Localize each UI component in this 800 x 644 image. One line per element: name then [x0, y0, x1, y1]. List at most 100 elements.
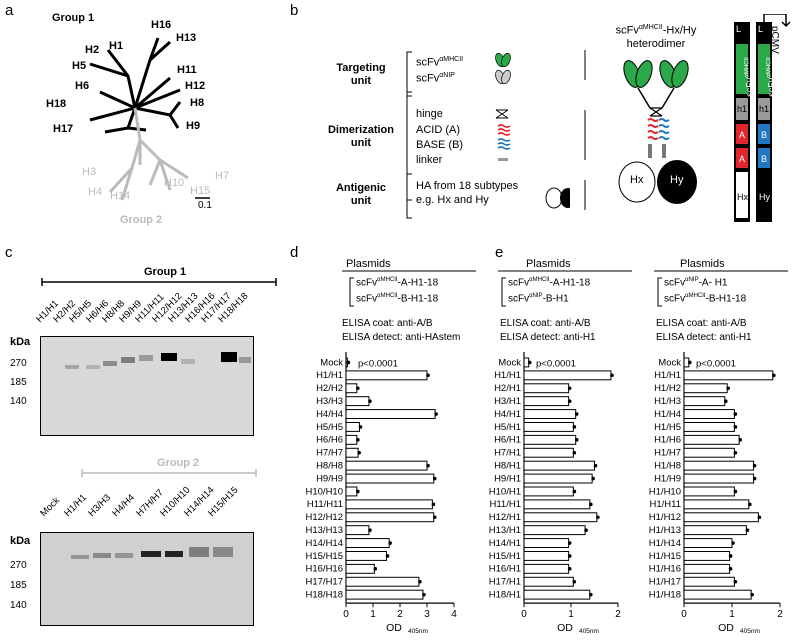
category-label: Mock — [658, 357, 681, 368]
category-label: H1/H18 — [649, 589, 681, 600]
category-label: H16/H1 — [489, 564, 521, 575]
leaf-h1: H1 — [109, 40, 124, 52]
targeting-unit-label: Targeting unit — [336, 62, 386, 87]
data-point — [750, 592, 754, 597]
chart-d: MockH1/H1H2/H2H3/H3H4/H4H5/H5H6/H6H7/H7H… — [306, 352, 457, 635]
scfv-nip-label: scFvαNIP — [416, 72, 455, 85]
bar — [345, 499, 433, 510]
bar — [345, 422, 360, 432]
base-label: BASE (B) — [416, 139, 464, 151]
data-point — [357, 450, 361, 455]
x-tick-label: 0 — [521, 609, 527, 620]
data-point — [358, 425, 363, 429]
data-point — [567, 567, 572, 571]
bar — [683, 525, 747, 536]
data-point — [356, 438, 360, 442]
bar — [523, 434, 577, 445]
blot-top — [40, 336, 254, 436]
lane-label: H3/H3 — [86, 492, 114, 519]
category-label: H1/H17 — [649, 577, 681, 588]
bar — [523, 447, 574, 458]
x-axis-sub: 405nm — [740, 628, 760, 635]
leaf-h18: H18 — [46, 98, 67, 110]
bar — [523, 512, 598, 523]
bar — [345, 551, 387, 561]
unit-brackets — [406, 51, 412, 219]
bar — [683, 383, 728, 394]
hinge-label: hinge — [416, 108, 443, 120]
p-value: p<0.0001 — [696, 359, 736, 370]
data-point — [431, 502, 436, 507]
category-label: H13/H13 — [306, 525, 344, 536]
chart-e-right: MockH1/H1H1/H2H1/H3H1/H4H1/H5H1/H6H1/H7H… — [649, 352, 783, 635]
bar — [523, 370, 612, 381]
leaf-h15: H15 — [190, 185, 211, 197]
category-label: H1/H15 — [649, 551, 681, 562]
d-coat: ELISA coat: anti-A/B — [342, 318, 433, 329]
category-label: H1/H2 — [654, 383, 681, 394]
heterodimer-diagram — [618, 60, 697, 204]
bar — [523, 460, 595, 471]
lane-label: H1/H1 — [62, 492, 90, 519]
category-label: H14/H14 — [306, 538, 344, 549]
e2-detect: ELISA detect: anti-H1 — [656, 332, 752, 343]
kda-bottom: kDa — [10, 535, 31, 547]
x-tick-label: 2 — [615, 609, 621, 620]
data-point — [567, 541, 572, 545]
e2-plasmids: Plasmids — [680, 258, 725, 270]
x-axis-label: OD — [386, 622, 402, 634]
bar — [523, 486, 574, 497]
leaf-h13: H13 — [176, 32, 197, 44]
marker-140-top: 140 — [10, 396, 27, 407]
x-axis-sub: 405nm — [408, 628, 428, 635]
panel-label-b: b — [290, 2, 299, 19]
bar — [345, 563, 375, 574]
ha-label-2: e.g. Hx and Hy — [416, 194, 489, 206]
category-label: H13/H1 — [489, 525, 521, 536]
hy-label: Hy — [670, 174, 684, 186]
bar — [523, 563, 570, 574]
leaf-h5: H5 — [72, 60, 87, 72]
e1-plasmid-bracket — [498, 270, 632, 307]
x-tick-label: 0 — [681, 609, 687, 620]
bar — [683, 473, 755, 484]
leaf-h4: H4 — [88, 186, 103, 198]
bar — [683, 538, 733, 549]
panel-label-e: e — [495, 244, 504, 261]
category-label: H1/H9 — [654, 473, 681, 484]
category-label: H1/H10 — [649, 486, 681, 497]
data-point — [688, 360, 692, 365]
category-label: H1/H7 — [654, 448, 681, 459]
category-label: H8/H1 — [494, 460, 521, 471]
category-label: H1/H8 — [654, 460, 681, 471]
bar — [523, 383, 570, 394]
bar — [345, 396, 370, 407]
category-label: H18/H18 — [306, 589, 344, 600]
bar — [345, 383, 358, 394]
construct-A-1: A — [739, 130, 746, 140]
category-label: H3/H1 — [494, 396, 521, 407]
data-point — [733, 425, 738, 429]
bar — [683, 422, 735, 432]
marker-185-top: 185 — [10, 377, 27, 388]
category-label: H8/H8 — [316, 460, 343, 471]
divider-line — [584, 50, 586, 210]
e2-plasmid-bracket — [654, 270, 788, 307]
kda-top: kDa — [10, 336, 31, 348]
category-label: H1/H1 — [316, 370, 343, 381]
data-point — [733, 489, 738, 494]
category-label: H11/H11 — [307, 499, 343, 510]
data-point — [733, 450, 738, 455]
data-point — [388, 541, 392, 545]
d-plasmid-2: scFvαMHCII-B-H1-18 — [356, 293, 439, 305]
bar — [523, 551, 570, 561]
data-point — [422, 592, 426, 597]
data-point — [368, 399, 372, 403]
leaf-h11: H11 — [177, 64, 197, 76]
leaf-h16: H16 — [151, 19, 172, 31]
category-label: H1/H4 — [654, 409, 681, 420]
blot-group2-title: Group 2 — [157, 457, 200, 469]
leaf-h17: H17 — [53, 123, 74, 135]
bar — [523, 473, 593, 484]
acid-label: ACID (A) — [416, 124, 460, 136]
